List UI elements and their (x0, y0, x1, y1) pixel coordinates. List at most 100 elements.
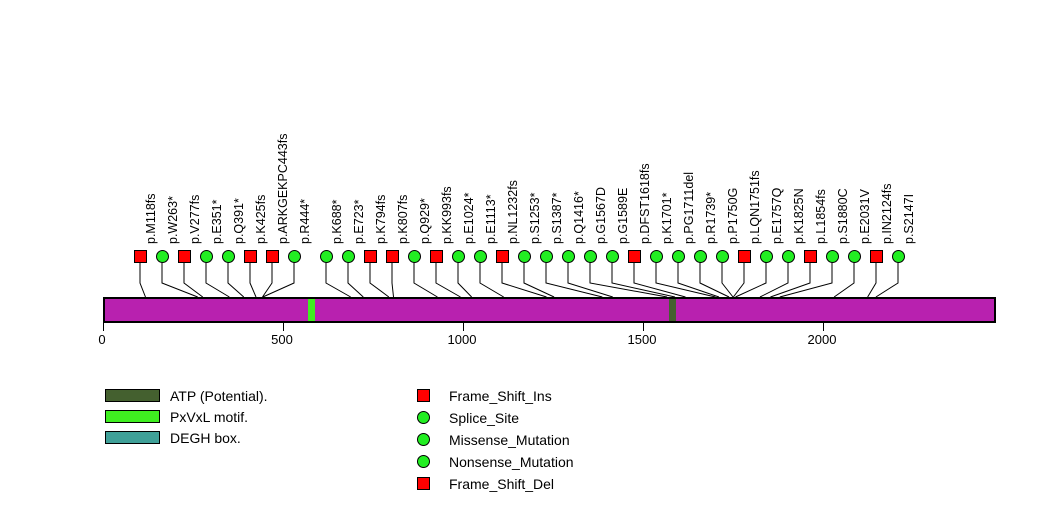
mutation-stem (347, 263, 364, 298)
mutation-stem (770, 263, 811, 298)
mutation-label: p.IN2124fs (880, 183, 894, 244)
mutation-label: p.E2031V (858, 189, 872, 244)
mutation-label: p.LQN1751fs (748, 170, 762, 244)
legend-domain-swatch (105, 410, 160, 423)
mutation-marker[interactable] (133, 250, 147, 263)
mutation-marker[interactable] (561, 250, 575, 263)
legend-mutation-label: Nonsense_Mutation (449, 454, 574, 470)
mutation-marker[interactable] (385, 250, 399, 263)
mutation-marker[interactable] (803, 250, 817, 263)
mutation-marker[interactable] (363, 250, 377, 263)
mutation-marker[interactable] (199, 250, 213, 263)
mutation-marker[interactable] (759, 250, 773, 263)
mutation-marker[interactable] (221, 250, 235, 263)
mutation-label: p.K807fs (396, 194, 410, 244)
mutation-marker[interactable] (177, 250, 191, 263)
axis-tick-label: 1500 (627, 332, 657, 347)
mutation-label: p.E723* (352, 199, 366, 244)
mutation-label: p.P1750G (726, 187, 740, 244)
mutation-marker[interactable] (869, 250, 883, 263)
axis-tick (283, 323, 284, 331)
mutation-marker[interactable] (539, 250, 553, 263)
legend-domain-label: DEGH box. (170, 430, 241, 446)
mutation-marker[interactable] (671, 250, 685, 263)
mutation-marker[interactable] (451, 250, 465, 263)
mutation-stem (249, 263, 257, 298)
mutation-label: p.W263* (166, 196, 180, 244)
mutation-stem (567, 263, 613, 298)
legend-mutation-label: Splice_Site (449, 410, 520, 426)
mutation-stem (732, 263, 745, 298)
mutation-stem (479, 263, 504, 298)
axis-tick-label: 0 (98, 332, 106, 347)
mutation-marker[interactable] (287, 250, 301, 263)
mutation-stem (435, 263, 461, 298)
mutation-marker[interactable] (495, 250, 509, 263)
mutation-stem (545, 263, 603, 298)
mutation-stem (262, 263, 295, 298)
mutation-stem (523, 263, 555, 298)
mutation-label: p.R1739* (704, 191, 718, 244)
legend-mutation-swatch (417, 455, 430, 468)
mutation-marker[interactable] (243, 250, 257, 263)
mutation-marker[interactable] (825, 250, 839, 263)
mutation-label: p.E1113* (484, 194, 498, 244)
axis-tick (463, 323, 464, 331)
mutation-marker[interactable] (605, 250, 619, 263)
mutation-label: p.L1854fs (814, 189, 828, 244)
mutation-marker[interactable] (265, 250, 279, 263)
mutation-stem (779, 263, 833, 298)
mutation-label: p.S1880C (836, 188, 850, 244)
mutation-marker[interactable] (583, 250, 597, 263)
mutation-label: p.G1589E (616, 187, 630, 244)
mutation-marker[interactable] (781, 250, 795, 263)
mutation-stem (735, 263, 767, 298)
mutation-marker[interactable] (473, 250, 487, 263)
mutation-stem (721, 263, 734, 298)
mutation-label: p.ARKGEKPC443fs (276, 133, 290, 244)
mutation-label: p.Q1416* (572, 191, 586, 244)
mutation-label: p.KK993fs (440, 186, 454, 244)
mutation-label: p.E1757Q (770, 187, 784, 244)
mutation-stem (139, 263, 146, 298)
mutation-label: p.K1825N (792, 188, 806, 244)
axis-tick (103, 323, 104, 331)
axis-tick-label: 500 (271, 332, 293, 347)
mutation-label: p.E351* (210, 199, 224, 244)
mutation-stem (325, 263, 351, 298)
legend-mutation-label: Missense_Mutation (449, 432, 570, 448)
mutation-marker[interactable] (407, 250, 421, 263)
mutation-stem (391, 263, 395, 298)
mutation-label: p.Q391* (232, 198, 246, 244)
axis-tick-label: 1000 (447, 332, 477, 347)
mutation-stem (183, 263, 204, 298)
mutation-stem (205, 263, 230, 298)
mutation-label: p.E1024* (462, 192, 476, 244)
mutation-marker[interactable] (341, 250, 355, 263)
mutation-marker[interactable] (155, 250, 169, 263)
mutation-stem (227, 263, 245, 298)
mutation-stem (759, 263, 789, 298)
mutation-marker[interactable] (737, 250, 751, 263)
protein-domain-0 (308, 299, 316, 321)
mutation-stem (262, 263, 273, 298)
legend-mutation-swatch (417, 389, 430, 402)
mutation-marker[interactable] (319, 250, 333, 263)
mutation-stem (677, 263, 720, 298)
mutation-marker[interactable] (649, 250, 663, 263)
mutation-marker[interactable] (517, 250, 531, 263)
protein-backbone (103, 297, 996, 323)
mutation-marker[interactable] (715, 250, 729, 263)
mutation-stem (413, 263, 438, 298)
legend-domain-label: ATP (Potential). (170, 388, 268, 404)
mutation-marker[interactable] (891, 250, 905, 263)
mutation-label: p.K1701* (660, 192, 674, 244)
mutation-label: p.S2147I (902, 193, 916, 244)
mutation-stem (369, 263, 390, 298)
mutation-marker[interactable] (693, 250, 707, 263)
mutation-marker[interactable] (847, 250, 861, 263)
mutation-marker[interactable] (627, 250, 641, 263)
mutation-marker[interactable] (429, 250, 443, 263)
mutation-label: p.G1567D (594, 187, 608, 244)
